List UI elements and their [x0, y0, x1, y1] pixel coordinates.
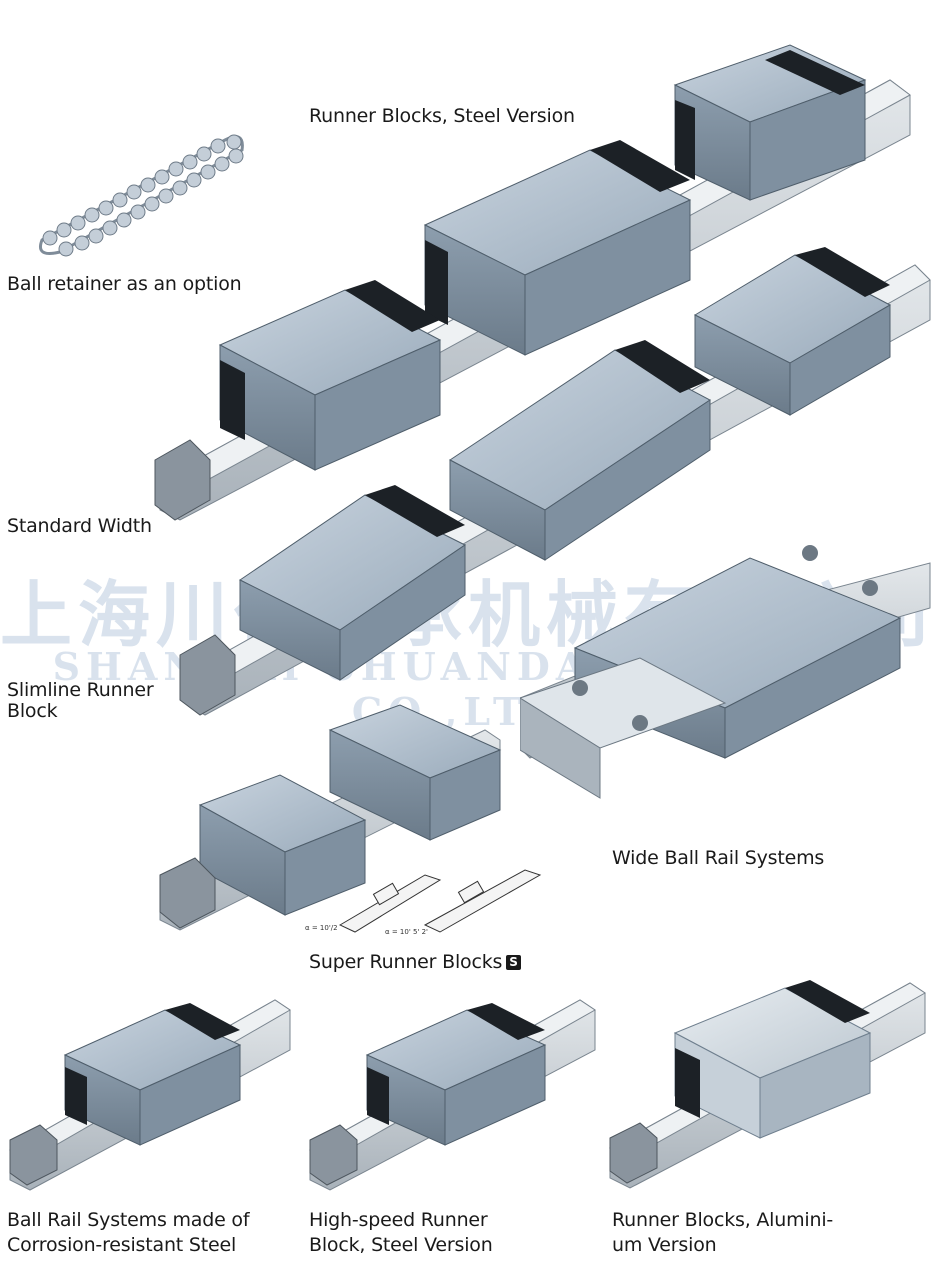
label-high-speed-line1: High-speed Runner: [309, 1209, 488, 1231]
super-runner-illustration: α = 10'/2 α = 10' 5' 2': [155, 700, 545, 945]
svg-text:α = 10'/2: α = 10'/2: [305, 924, 338, 932]
label-standard-width: Standard Width: [7, 515, 152, 537]
super-badge-icon: S: [506, 955, 521, 970]
label-high-speed-line2: Block, Steel Version: [309, 1234, 493, 1256]
ball-retainer-illustration: [30, 128, 250, 258]
slimline-rail-illustration: [175, 245, 935, 735]
label-super-runner-text: Super Runner Blocks: [309, 951, 503, 973]
label-aluminium: Runner Blocks, Alumini- um Version: [612, 1208, 833, 1258]
svg-text:α = 10' 5' 2': α = 10' 5' 2': [385, 928, 428, 936]
label-high-speed: High-speed Runner Block, Steel Version: [309, 1208, 493, 1258]
high-speed-illustration: [305, 995, 600, 1195]
aluminium-illustration: [605, 978, 930, 1193]
label-slimline-line1: Slimline Runner: [7, 679, 154, 701]
wide-ball-rail-illustration: [520, 528, 936, 808]
label-runner-blocks-steel: Runner Blocks, Steel Version: [309, 105, 575, 127]
corrosion-resistant-illustration: [5, 995, 295, 1195]
label-corrosion-line1: Ball Rail Systems made of: [7, 1209, 250, 1231]
label-aluminium-line2: um Version: [612, 1234, 717, 1256]
label-ball-retainer: Ball retainer as an option: [7, 273, 242, 295]
label-aluminium-line1: Runner Blocks, Alumini-: [612, 1209, 834, 1231]
label-corrosion-line2: Corrosion-resistant Steel: [7, 1234, 237, 1256]
label-slimline-line2: Block: [7, 700, 58, 722]
label-slimline: Slimline Runner Block: [7, 679, 154, 722]
label-corrosion: Ball Rail Systems made of Corrosion-resi…: [7, 1208, 250, 1258]
label-wide-ball-rail: Wide Ball Rail Systems: [612, 847, 825, 869]
standard-width-rail-illustration: [150, 40, 920, 530]
